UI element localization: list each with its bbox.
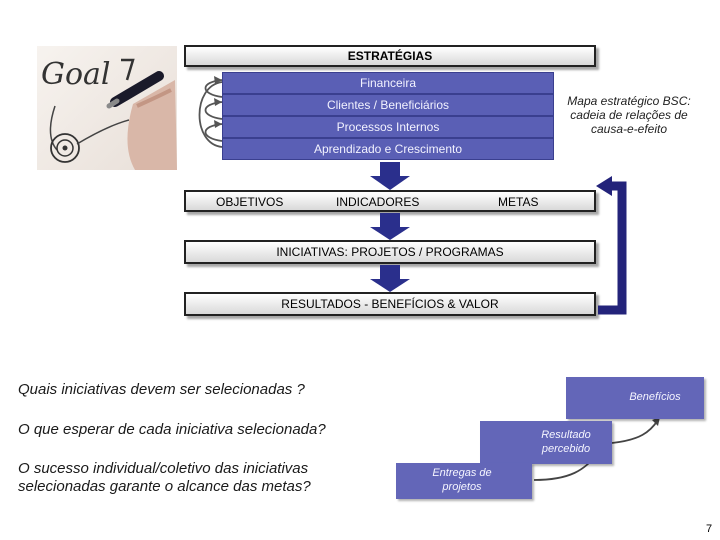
perspective-processos: Processos Internos	[222, 116, 554, 138]
bsc-note: Mapa estratégico BSC: cadeia de relações…	[567, 94, 691, 136]
entregas-label: Entregas de projetos	[432, 467, 492, 493]
perspective-clientes: Clientes / Beneficiários	[222, 94, 554, 116]
page-number: 7	[706, 523, 713, 535]
objectives-row: OBJETIVOS INDICADORES METAS	[184, 190, 596, 212]
beneficios-box: Benefícios	[566, 377, 704, 419]
down-arrow-3	[370, 265, 410, 292]
question-3: O sucesso individual/coletivo das inicia…	[18, 460, 311, 495]
feedback-bracket	[598, 181, 627, 315]
resultado-label: Resultado percebido	[541, 428, 591, 455]
perspective-label: Financeira	[359, 76, 417, 90]
goal-image: Goal	[37, 46, 177, 170]
goal-handwriting: Goal	[41, 57, 111, 92]
objetivos-label: OBJETIVOS	[216, 195, 284, 209]
down-arrow-2	[370, 213, 410, 240]
perspective-label: Processos Internos	[336, 120, 440, 134]
feedback-arrow-head	[596, 176, 612, 196]
resultado-box: Resultado percebido	[480, 421, 612, 464]
cause-effect-arrows	[198, 79, 223, 148]
goal-hand-illustration: Goal	[41, 57, 177, 170]
perspective-label: Clientes / Beneficiários	[326, 98, 450, 112]
results-bar: RESULTADOS - BENEFÍCIOS & VALOR	[184, 292, 596, 316]
perspective-aprendizado: Aprendizado e Crescimento	[222, 138, 554, 160]
question-1: Quais iniciativas devem ser selecionadas…	[18, 381, 305, 398]
down-arrow-1	[370, 162, 410, 190]
initiatives-bar: INICIATIVAS: PROJETOS / PROGRAMAS	[184, 240, 596, 264]
indicadores-label: INDICADORES	[336, 195, 420, 209]
perspective-financeira: Financeira	[222, 72, 554, 94]
results-label: RESULTADOS - BENEFÍCIOS & VALOR	[281, 297, 499, 311]
strategies-bar: ESTRATÉGIAS	[184, 45, 596, 67]
beneficios-label: Benefícios	[629, 391, 681, 404]
strategies-label: ESTRATÉGIAS	[347, 49, 433, 63]
step-arrow-2	[611, 419, 659, 444]
arrow-heads	[214, 76, 222, 128]
initiatives-label: INICIATIVAS: PROJETOS / PROGRAMAS	[276, 245, 504, 259]
question-2: O que esperar de cada iniciativa selecio…	[18, 421, 326, 438]
metas-label: METAS	[498, 195, 539, 209]
entregas-box: Entregas de projetos	[396, 463, 532, 499]
perspective-label: Aprendizado e Crescimento	[313, 142, 463, 156]
